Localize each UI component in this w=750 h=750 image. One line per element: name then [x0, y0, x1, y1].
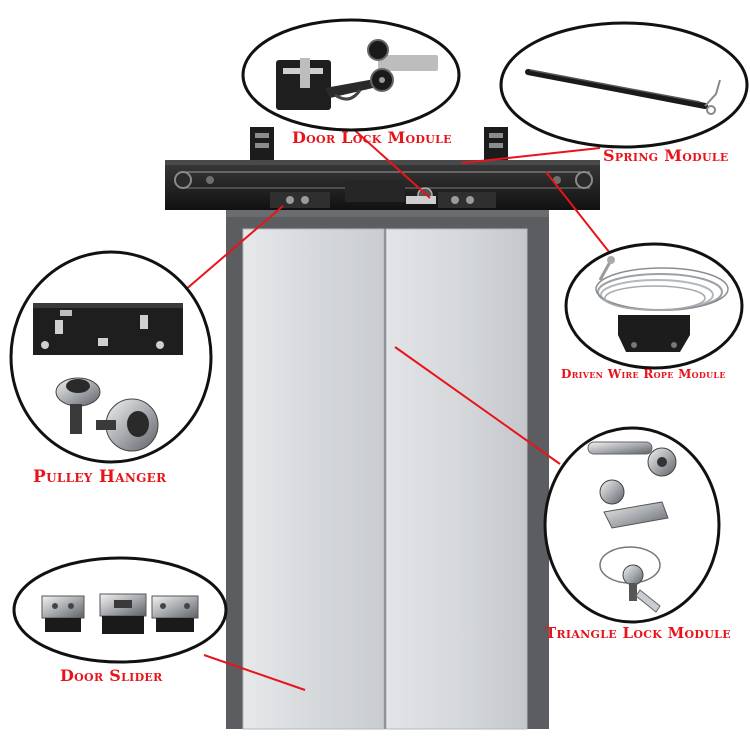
leader-lines: [169, 125, 618, 691]
door-header-rail: [165, 127, 600, 210]
leader-spring: [461, 147, 601, 164]
spring-module-illustration: [525, 69, 721, 115]
label-door-lock-module: Door Lock Module: [292, 128, 452, 147]
leader-pulley: [169, 205, 284, 304]
label-driven-wire-rope-module: Driven Wire Rope Module: [561, 367, 726, 381]
door-slider-illustration: [41, 593, 199, 634]
door-lock-module-illustration: [276, 39, 438, 110]
leader-door-lock: [349, 125, 431, 199]
callout-spring: [499, 21, 749, 149]
wire-rope-module-illustration: [595, 256, 729, 352]
callout-triangle: [543, 426, 721, 624]
label-pulley-hanger: Pulley Hanger: [33, 467, 167, 487]
callout-door-lock: [241, 18, 461, 132]
pulley-hanger-illustration: [33, 303, 183, 452]
callout-wire-rope: [564, 242, 744, 370]
label-triangle-lock-module: Triangle Lock Module: [545, 624, 731, 642]
left-door-panel: [242, 228, 385, 730]
triangle-lock-module-illustration: [587, 441, 677, 613]
right-door-panel: [385, 228, 528, 730]
label-door-slider: Door Slider: [60, 666, 163, 685]
leader-triangle: [394, 346, 561, 465]
label-spring-module: Spring Module: [603, 146, 729, 165]
leader-slider: [203, 654, 306, 691]
leader-wire-rope: [545, 171, 618, 263]
